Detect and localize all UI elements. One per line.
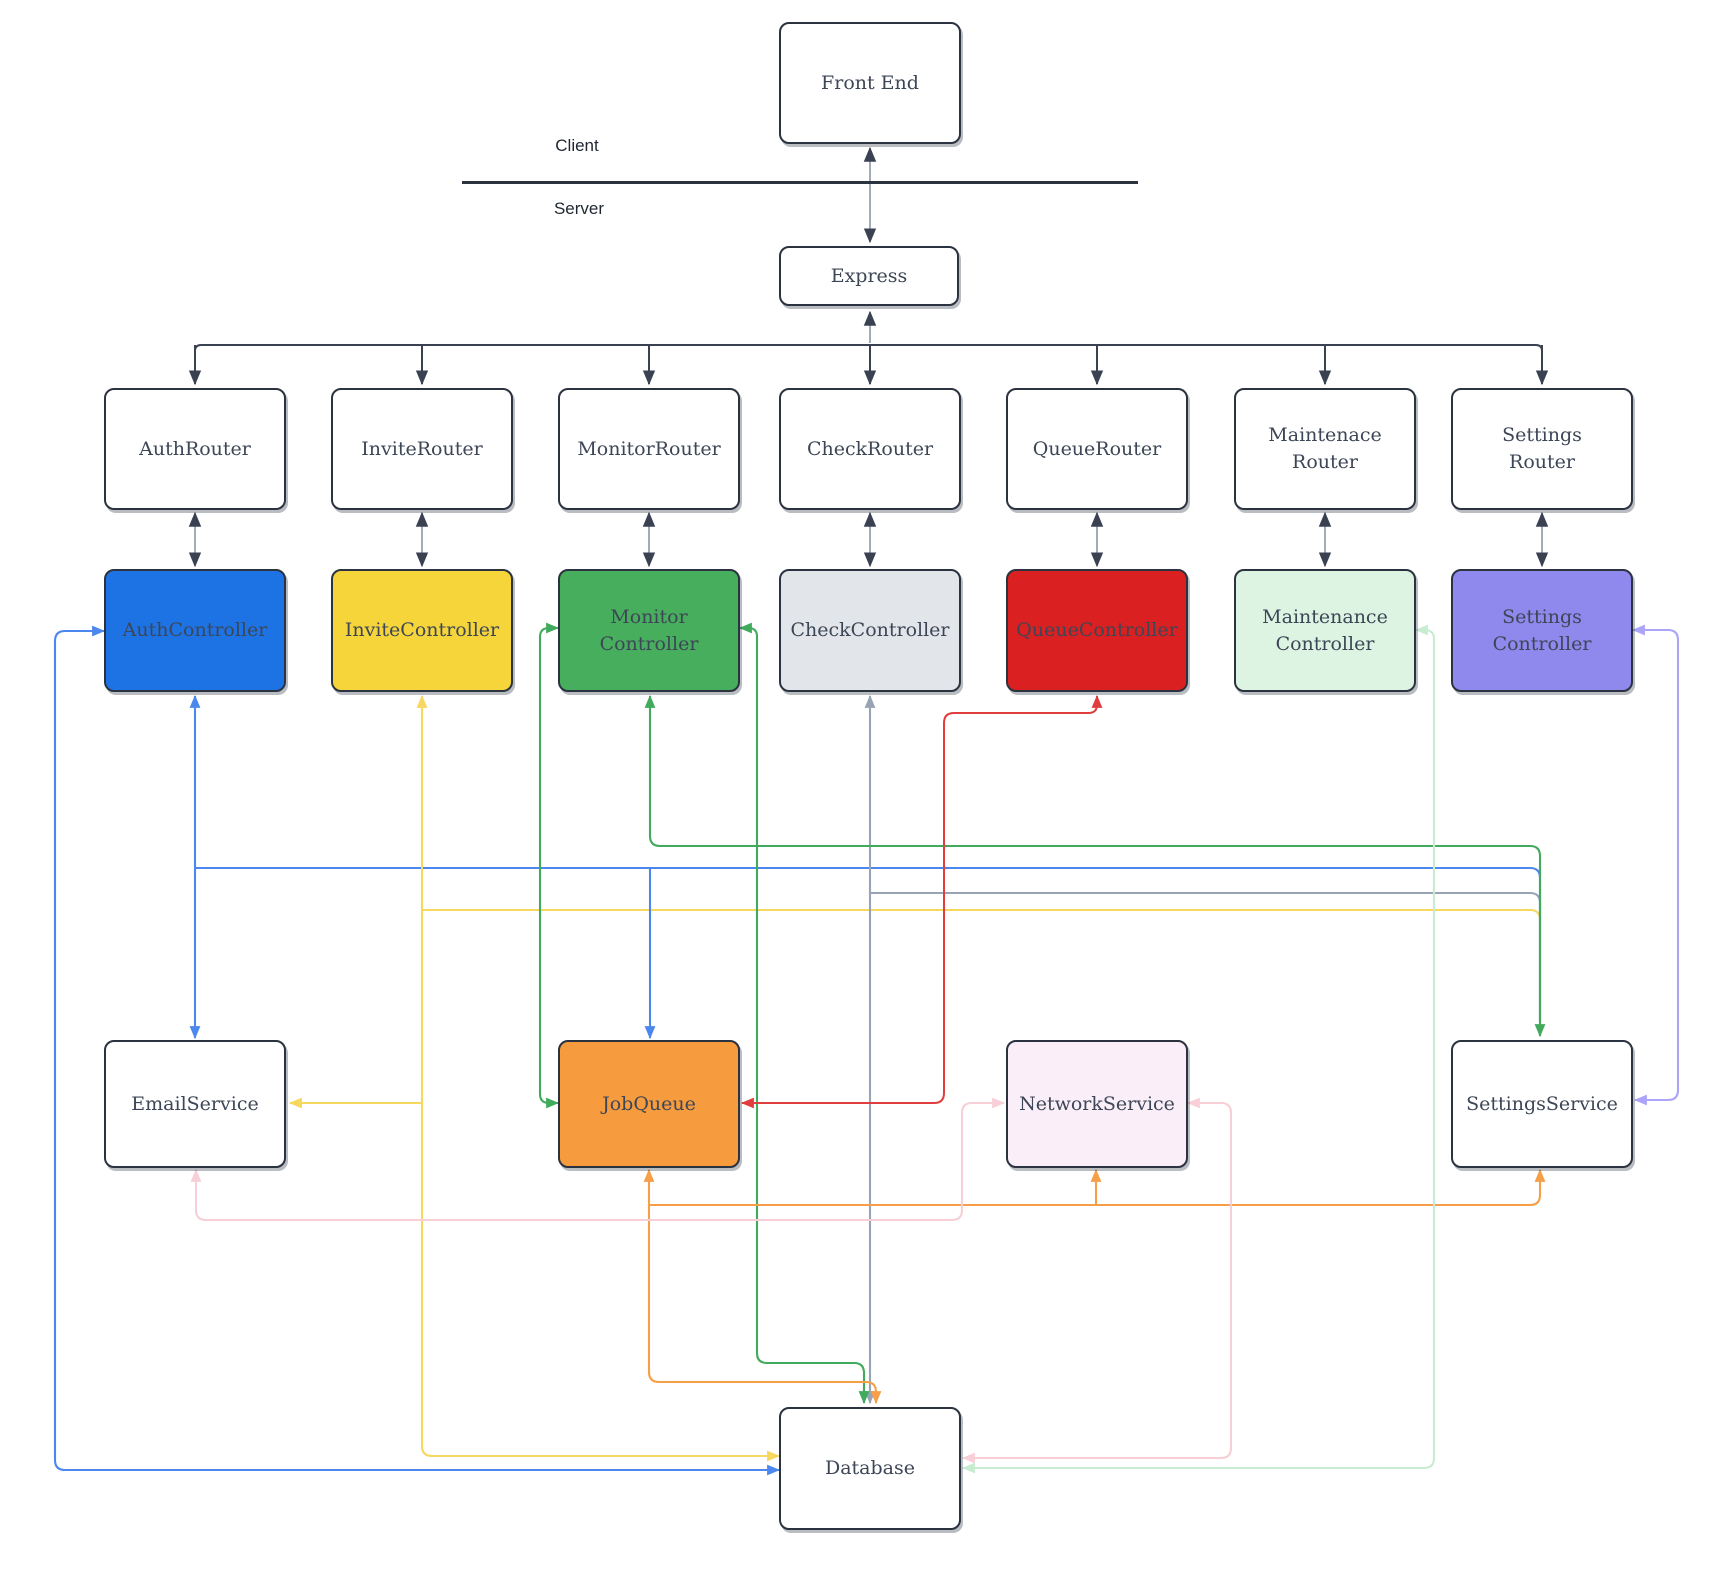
edge-database-authcontroller — [53, 625, 781, 1476]
edge-queuecontroller-jobqueue — [740, 694, 1103, 1109]
edge-jobqueue-database — [643, 1168, 882, 1405]
edge-maintenancecontroller-database — [961, 624, 1436, 1474]
edge-invite-settings-horizontal — [422, 908, 1542, 1022]
edge-express-bus — [194, 344, 1543, 357]
client-server-divider — [462, 181, 1138, 184]
server-side-label: Server — [553, 199, 605, 218]
edge-auth-settings-horizontal — [195, 866, 1542, 1022]
edge-emailservice-networkservice — [190, 1097, 1006, 1222]
client-side-label: Client — [555, 136, 599, 155]
edge-monitorcontroller-jobqueue — [538, 622, 560, 1109]
edge-networkservice-database — [961, 1097, 1233, 1464]
edge-check-settings-horizontal — [870, 891, 1542, 1022]
edge-jobqueue-settingsservice — [649, 1168, 1546, 1207]
edge-invitecontroller-database — [416, 694, 781, 1462]
edge-monitorcontroller-database — [738, 622, 870, 1405]
edge-settingscontroller-settingsservice — [1631, 624, 1680, 1106]
edge-monitorcontroller-settingsservice — [644, 694, 1546, 1038]
